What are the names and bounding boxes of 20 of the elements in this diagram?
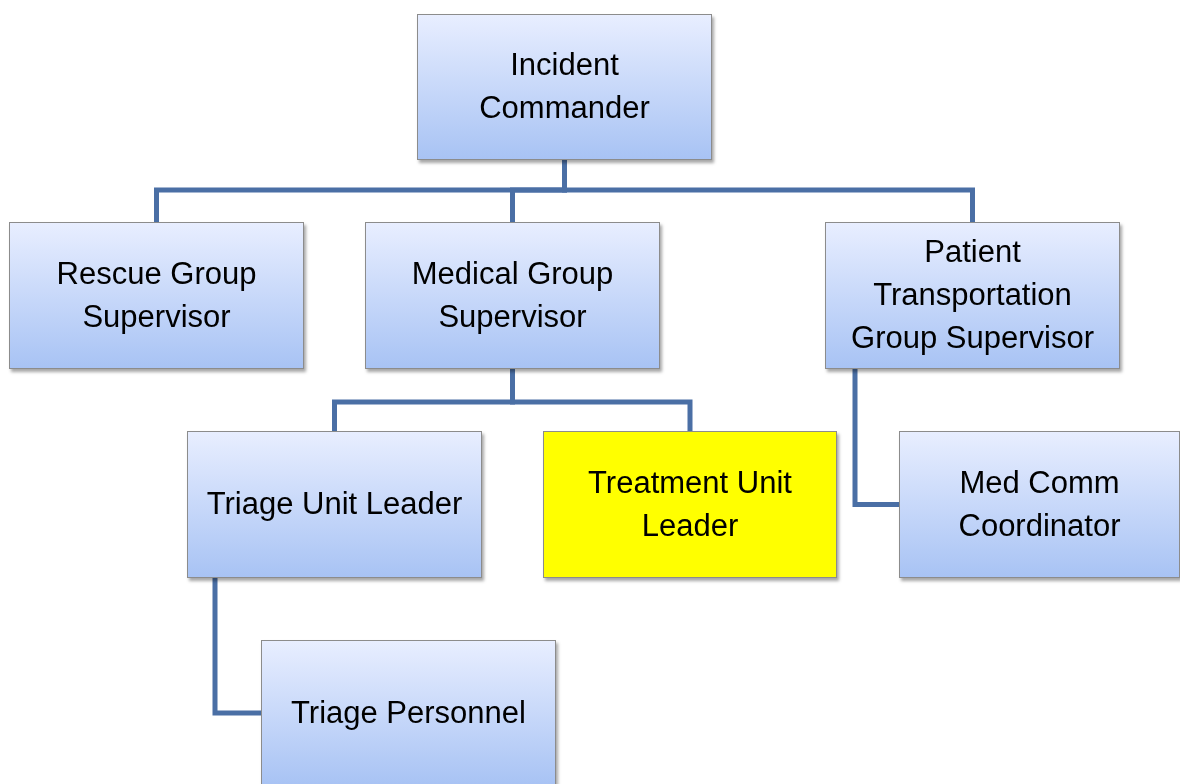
org-box (187, 431, 482, 578)
role-title: Medical Group Supervisor (410, 254, 615, 336)
connector-line (562, 160, 975, 222)
connector-line (212, 578, 261, 716)
org-box (899, 431, 1180, 578)
role-title: Incident Commander (478, 46, 651, 127)
connector-line (510, 369, 693, 431)
role-title: Med Comm Coordinator (957, 463, 1122, 545)
org-box (9, 222, 304, 369)
connector-line (852, 369, 899, 507)
org-box (825, 222, 1120, 369)
role-title: Patient Transportation Group Supervisor (850, 233, 1095, 357)
org-box (417, 14, 712, 160)
role-title: Treatment Unit Leader (587, 463, 793, 545)
role-title: Triage Personnel (290, 693, 527, 732)
org-box (365, 222, 660, 369)
org-box (261, 640, 556, 784)
role-title: Triage Unit Leader (205, 485, 464, 524)
role-title: Rescue Group Supervisor (55, 254, 258, 336)
org-box (543, 431, 837, 578)
